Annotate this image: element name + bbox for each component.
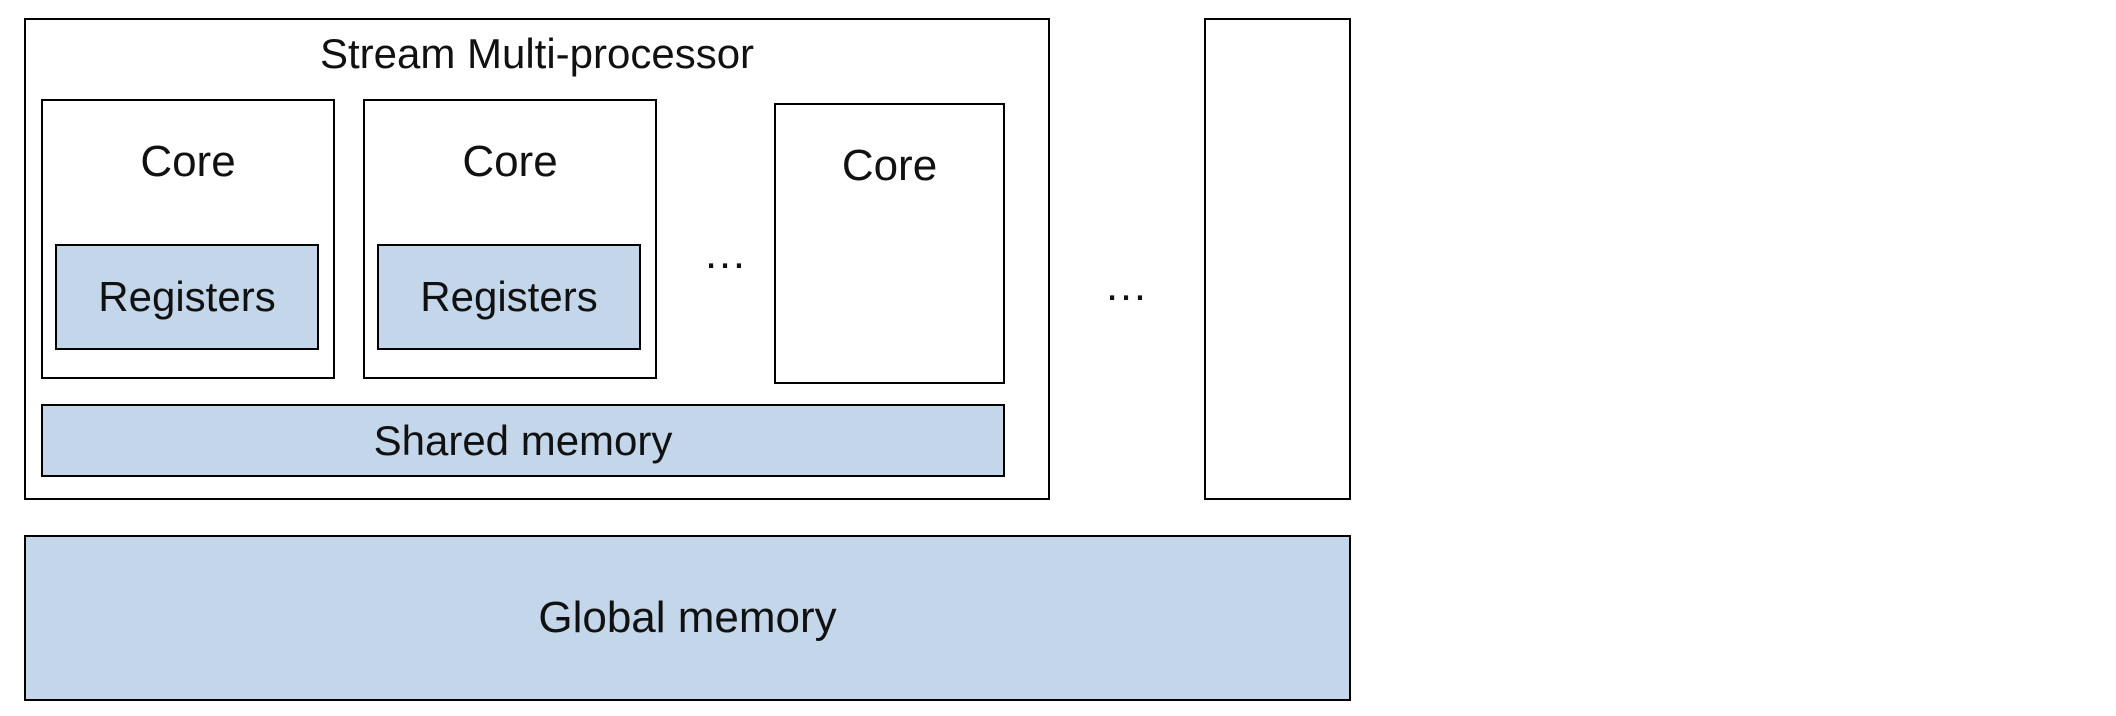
core-box-3: Core bbox=[774, 103, 1005, 384]
registers-box-2: Registers bbox=[377, 244, 641, 350]
core-label: Core bbox=[140, 137, 236, 186]
core-label: Core bbox=[841, 141, 938, 190]
core-box-1: Core Registers bbox=[41, 99, 335, 379]
shared-memory-box: Shared memory bbox=[41, 404, 1005, 477]
sm-ellipsis: … bbox=[1104, 261, 1149, 310]
registers-label: Registers bbox=[420, 273, 598, 320]
registers-label: Registers bbox=[98, 273, 276, 320]
stream-multiprocessor-title: Stream Multi-processor bbox=[319, 30, 755, 77]
core-label: Core bbox=[462, 137, 558, 186]
registers-box-1: Registers bbox=[55, 244, 319, 350]
core-box-2: Core Registers bbox=[363, 99, 657, 379]
global-memory-label: Global memory bbox=[538, 593, 837, 642]
shared-memory-label: Shared memory bbox=[373, 416, 673, 464]
global-memory-box: Global memory bbox=[24, 535, 1351, 701]
core-ellipsis: … bbox=[703, 229, 748, 278]
stream-multiprocessor-box-2 bbox=[1204, 18, 1351, 500]
